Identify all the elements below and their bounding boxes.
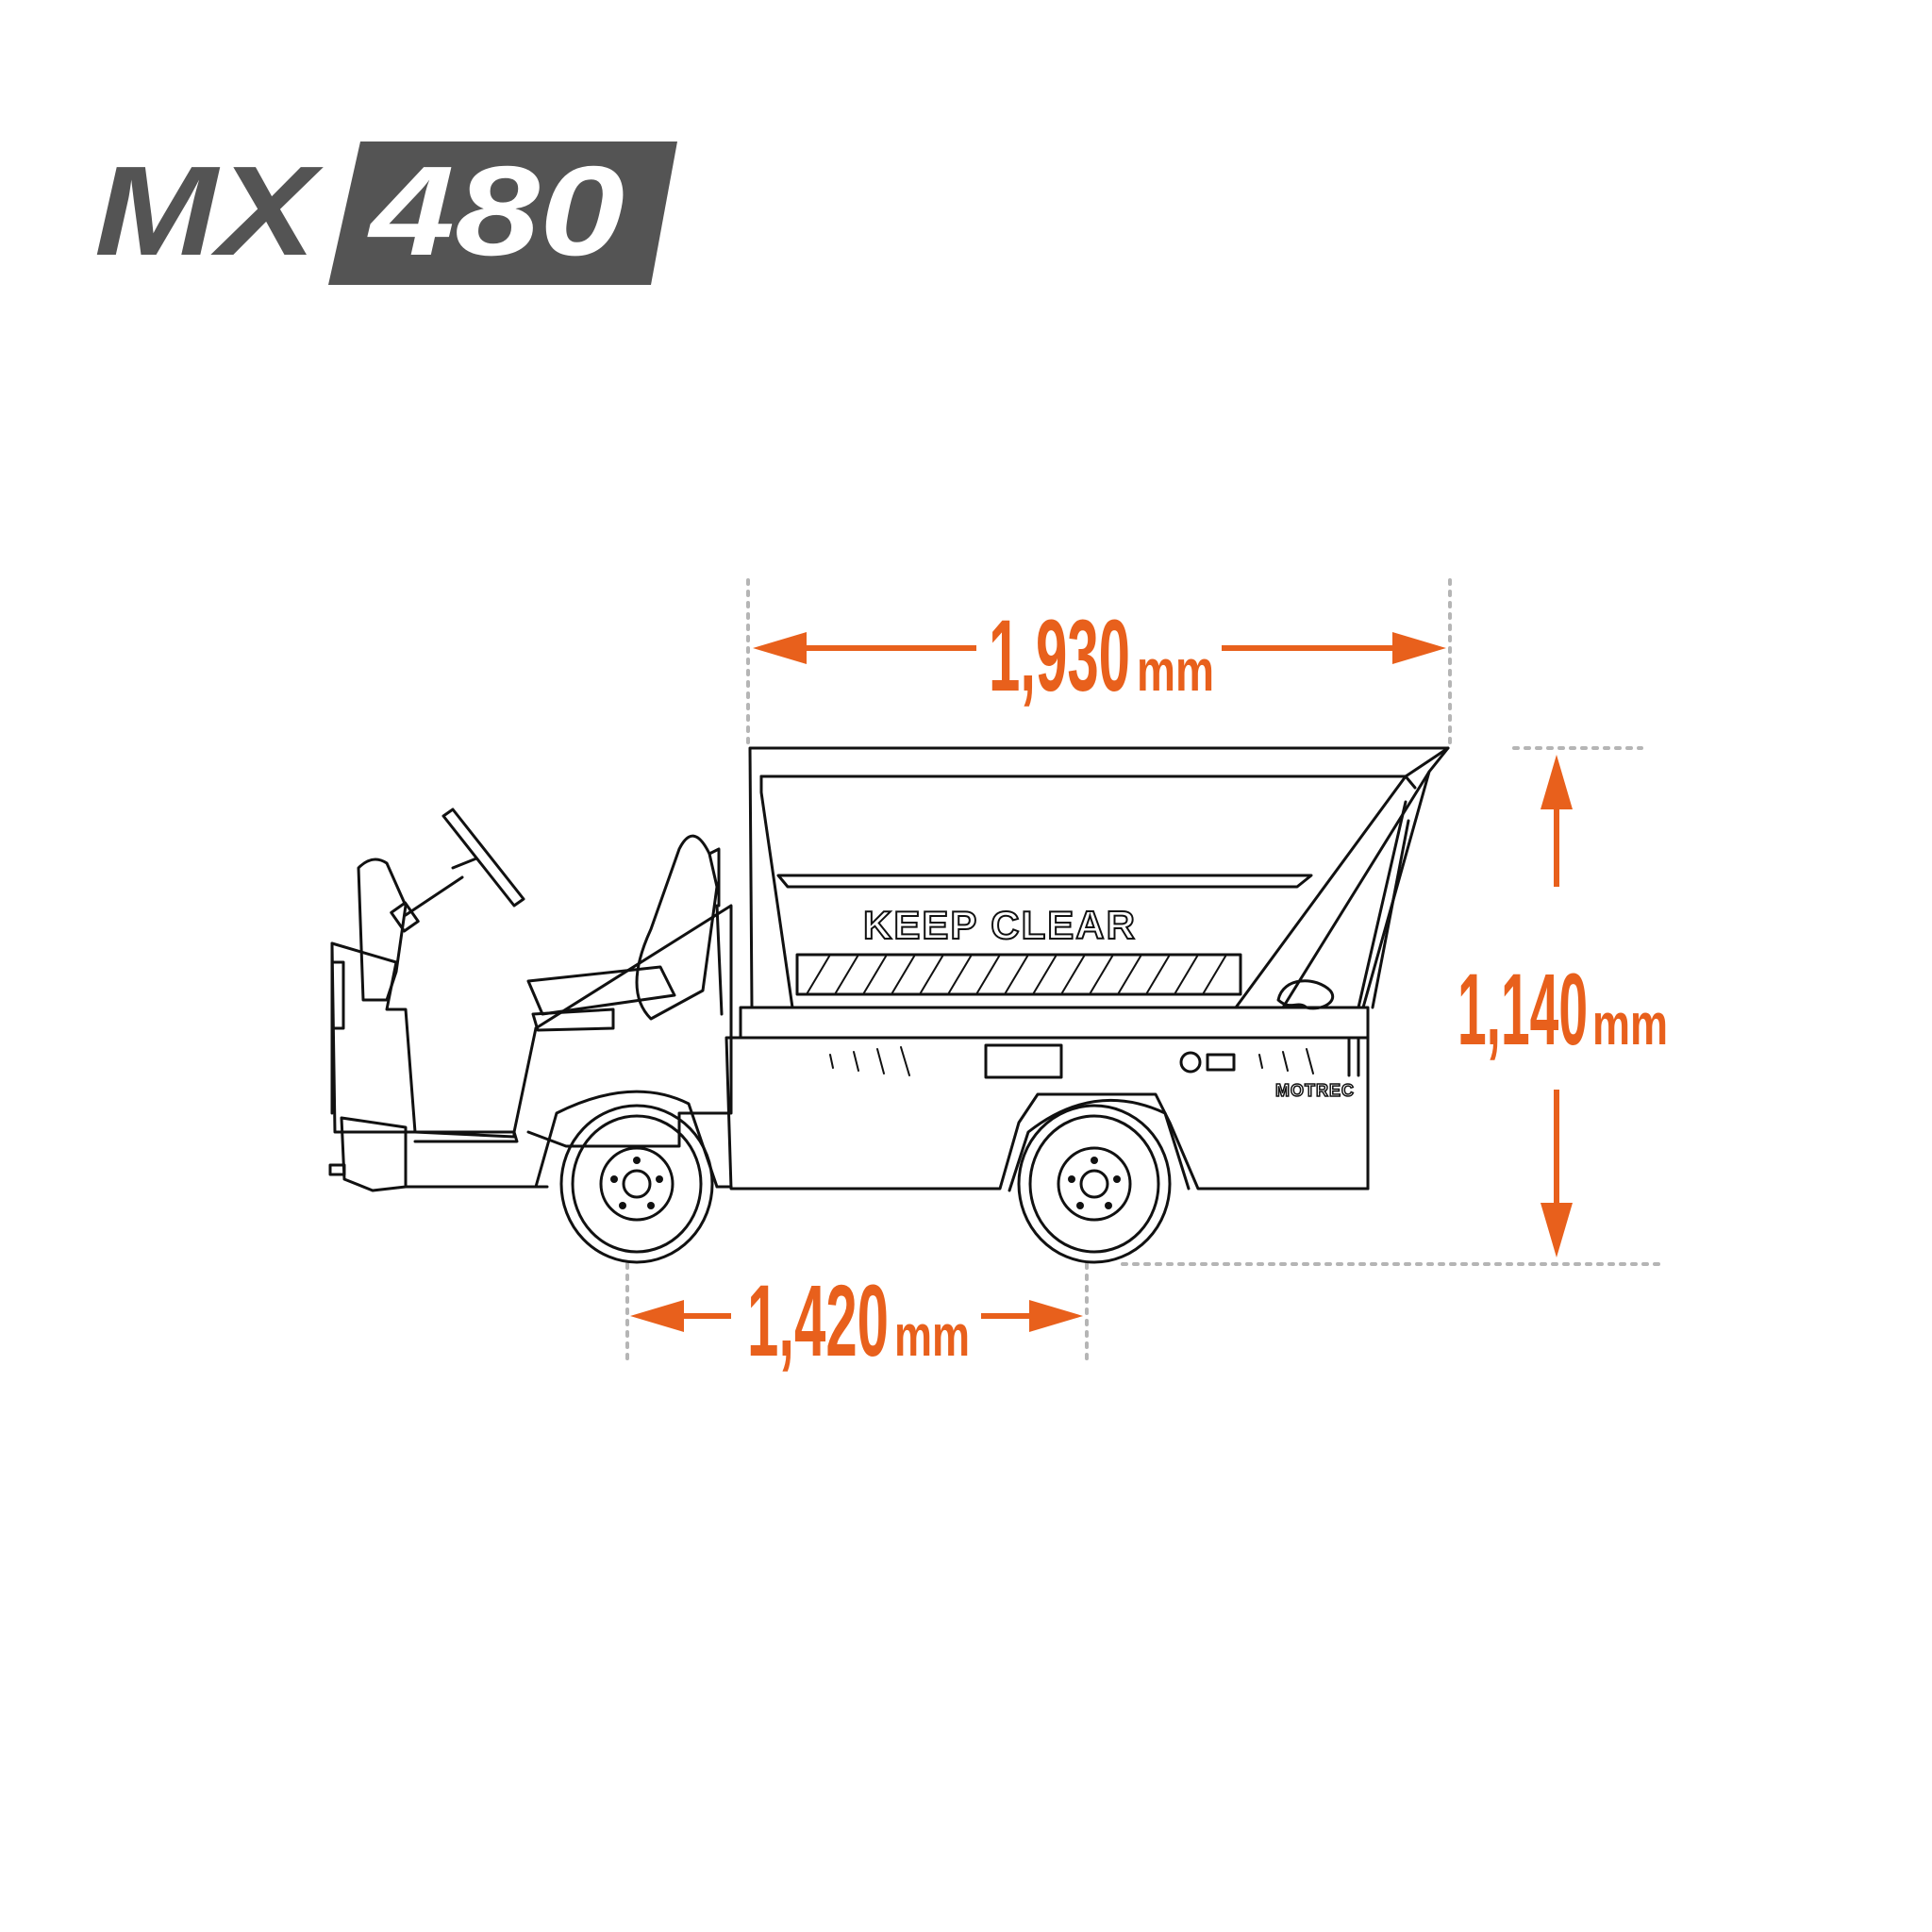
rear-light: [1347, 1036, 1360, 1077]
keep-clear-label: KEEP CLEAR: [863, 903, 1137, 947]
height-arrowhead-top: [1541, 755, 1573, 809]
length-arrowhead-left: [753, 632, 807, 664]
wheelbase-arrowhead-left: [630, 1300, 684, 1332]
chassis: MOTREC: [724, 1006, 1370, 1192]
deck-rail: [739, 1006, 1370, 1040]
brand-label: MOTREC: [1275, 1081, 1355, 1100]
front-tire-sidewall: [571, 1114, 703, 1254]
connector-icon: [1206, 1053, 1236, 1072]
rear-fender: [1008, 1098, 1191, 1192]
height-unit: mm: [1592, 992, 1668, 1058]
footwell: [413, 1026, 538, 1139]
rear-wheel: [1017, 1104, 1172, 1264]
vent-slots: [829, 1046, 1314, 1076]
height-dimension: 1,140 mm: [1457, 755, 1668, 1257]
front-hub: [622, 1169, 652, 1199]
steering-hub: [451, 857, 478, 870]
floor-plate: [411, 1130, 519, 1143]
guide-lines: [625, 578, 1664, 1365]
logo-badge: [328, 142, 677, 285]
hopper-rear-panel-edge: [1357, 800, 1407, 1009]
vehicle-drawing: KEEP CLEAR MOTREC: [328, 746, 1450, 1264]
steering-wheel: [441, 808, 525, 908]
steering-joint: [390, 901, 420, 933]
hazard-stripes: [806, 954, 1227, 995]
front-fender: [534, 1090, 719, 1189]
rear-tire: [1017, 1104, 1172, 1264]
seat-cushion: [526, 965, 676, 1016]
cab-frame-post: [715, 904, 724, 1016]
seat-base: [531, 1008, 615, 1032]
front-bumper: [340, 1116, 408, 1192]
dashboard-panel: [357, 858, 408, 1002]
length-unit: mm: [1137, 639, 1214, 704]
tractor-cab: [328, 808, 733, 1192]
wheelbase-unit: mm: [894, 1304, 970, 1369]
length-value: 1,930: [989, 598, 1130, 712]
front-wheel: [559, 1104, 714, 1264]
height-arrowhead-bottom: [1541, 1203, 1573, 1257]
hopper-inner-ledge: [776, 874, 1313, 889]
model-logo: MX 480: [94, 140, 677, 285]
cargo-hopper: KEEP CLEAR: [748, 746, 1450, 1010]
hopper-front-edge: [759, 774, 1407, 1009]
rear-rim: [1057, 1146, 1132, 1222]
chassis-body: [724, 1036, 1370, 1191]
rear-tire-sidewall: [1028, 1114, 1160, 1254]
front-light: [330, 960, 345, 1030]
cab-side-frame: [526, 904, 733, 1148]
hopper-rail-joint: [1404, 774, 1417, 790]
hopper-top-rim: [748, 746, 1450, 1009]
length-arrowhead-right: [1392, 632, 1446, 664]
side-plate: [984, 1043, 1063, 1079]
logo-model-prefix: MX: [94, 140, 324, 282]
wheelbase-value: 1,420: [747, 1263, 889, 1377]
tow-hitch: [328, 1163, 346, 1176]
length-dimension: 1,930 mm: [753, 598, 1446, 712]
front-body: [330, 941, 417, 1134]
seat-back: [635, 834, 719, 1021]
height-value: 1,140: [1457, 952, 1588, 1066]
seat-back-pole: [708, 847, 721, 908]
hopper-rear-corner: [1361, 770, 1431, 1009]
hazard-stripe-band: [795, 953, 1242, 996]
tie-down-hook: [1276, 979, 1334, 1010]
steering-column: [404, 875, 464, 917]
wheelbase-arrowhead-right: [1029, 1300, 1083, 1332]
wheelbase-dimension: 1,420 mm: [630, 1263, 1083, 1377]
rear-hub: [1079, 1169, 1109, 1199]
logo-model-number: 480: [366, 140, 625, 282]
front-rim: [599, 1146, 675, 1222]
key-switch-icon: [1179, 1051, 1202, 1074]
front-tire: [559, 1104, 714, 1264]
